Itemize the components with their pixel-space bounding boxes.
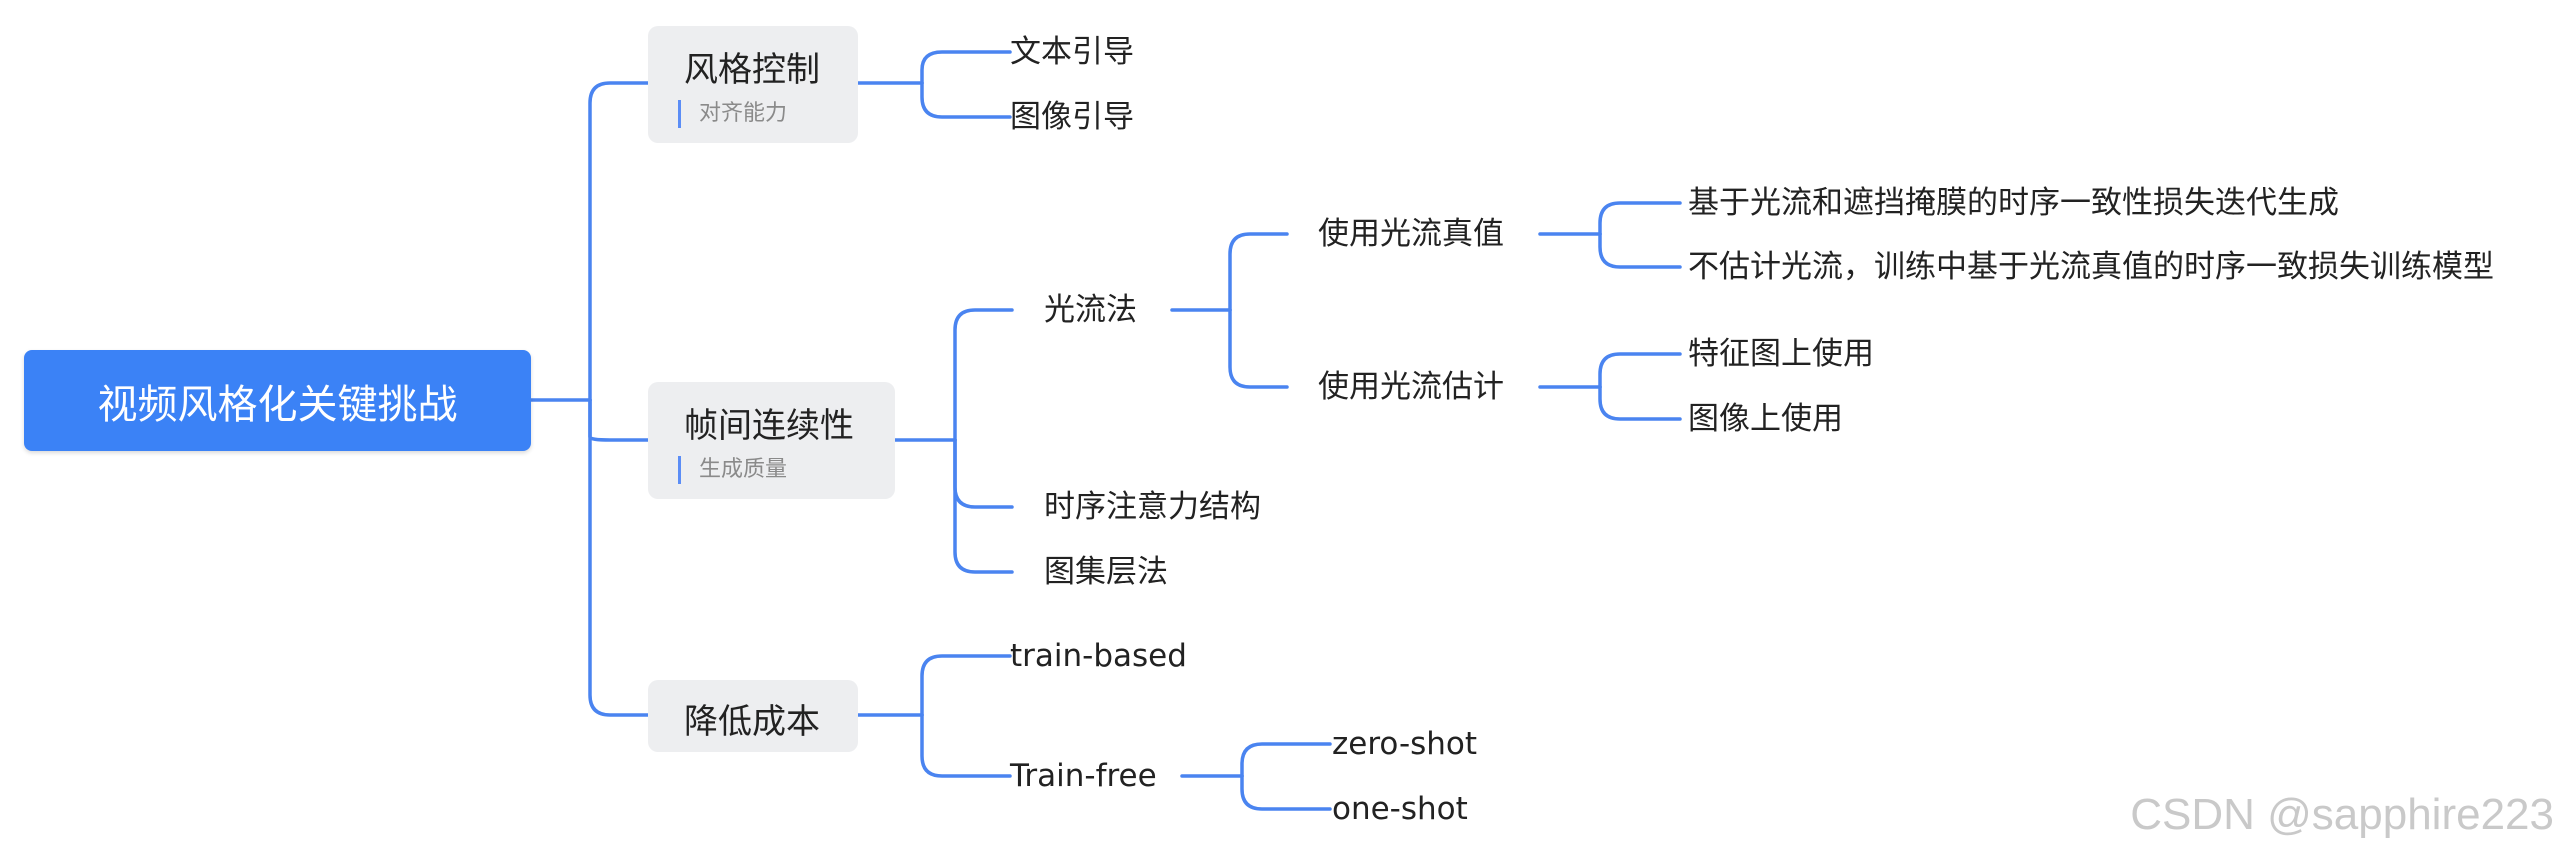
leaf-image-level[interactable]: 图像上使用 bbox=[1688, 401, 1843, 437]
node-style-control[interactable]: 风格控制 对齐能力 bbox=[648, 26, 858, 143]
node-reduce-cost[interactable]: 降低成本 bbox=[648, 680, 858, 752]
node-temporal-consistency[interactable]: 帧间连续性 生成质量 bbox=[648, 382, 895, 499]
node-style-control-subtitle: 对齐能力 bbox=[678, 100, 787, 128]
edge-root-temporal bbox=[588, 398, 650, 442]
node-optical-flow[interactable]: 光流法 bbox=[1044, 292, 1137, 328]
leaf-gt-training[interactable]: 不估计光流，训练中基于光流真值的时序一致损失训练模型 bbox=[1688, 249, 2494, 285]
leaf-zero-shot[interactable]: zero-shot bbox=[1332, 726, 1478, 762]
leaf-text-guidance[interactable]: 文本引导 bbox=[1010, 34, 1134, 70]
edge-temporal-attention bbox=[953, 438, 1014, 509]
edge-temporal-flow bbox=[953, 308, 1014, 442]
node-style-control-title: 风格控制 bbox=[684, 50, 820, 90]
edge-trainfree-one bbox=[1240, 774, 1332, 811]
leaf-atlas-method[interactable]: 图集层法 bbox=[1044, 554, 1168, 590]
node-temporal-consistency-subtitle: 生成质量 bbox=[678, 456, 787, 484]
leaf-train-based[interactable]: train-based bbox=[1010, 638, 1187, 674]
edge-gt-2 bbox=[1598, 232, 1682, 269]
edge-flow-est bbox=[1228, 308, 1289, 389]
leaf-gt-iterative[interactable]: 基于光流和遮挡掩膜的时序一致性损失迭代生成 bbox=[1688, 185, 2339, 221]
edge-gt-1 bbox=[1598, 201, 1682, 236]
edge-est-2 bbox=[1598, 385, 1682, 421]
root-node[interactable]: 视频风格化关键挑战 bbox=[24, 350, 531, 451]
node-temporal-consistency-title: 帧间连续性 bbox=[684, 406, 854, 446]
edge-root-style bbox=[588, 81, 650, 402]
node-flow-ground-truth[interactable]: 使用光流真值 bbox=[1318, 216, 1504, 252]
edge-temporal-atlas bbox=[953, 438, 1014, 574]
node-reduce-cost-title: 降低成本 bbox=[684, 702, 820, 742]
edge-style-text bbox=[920, 50, 1012, 85]
leaf-feature-map[interactable]: 特征图上使用 bbox=[1688, 336, 1874, 372]
edge-flow-gt bbox=[1228, 232, 1289, 312]
edge-cost-trainbased bbox=[920, 654, 1012, 717]
edge-cost-trainfree bbox=[920, 713, 1012, 778]
node-flow-estimation[interactable]: 使用光流估计 bbox=[1318, 369, 1504, 405]
edge-est-1 bbox=[1598, 352, 1682, 389]
leaf-one-shot[interactable]: one-shot bbox=[1332, 791, 1468, 827]
node-train-free[interactable]: Train-free bbox=[1010, 758, 1157, 794]
watermark: CSDN @sapphire223 bbox=[2130, 790, 2554, 839]
leaf-image-guidance[interactable]: 图像引导 bbox=[1010, 99, 1134, 135]
edge-root-cost bbox=[588, 398, 650, 717]
leaf-temporal-attention[interactable]: 时序注意力结构 bbox=[1044, 489, 1261, 525]
edge-style-image bbox=[920, 81, 1012, 119]
edge-trainfree-zero bbox=[1240, 742, 1332, 778]
